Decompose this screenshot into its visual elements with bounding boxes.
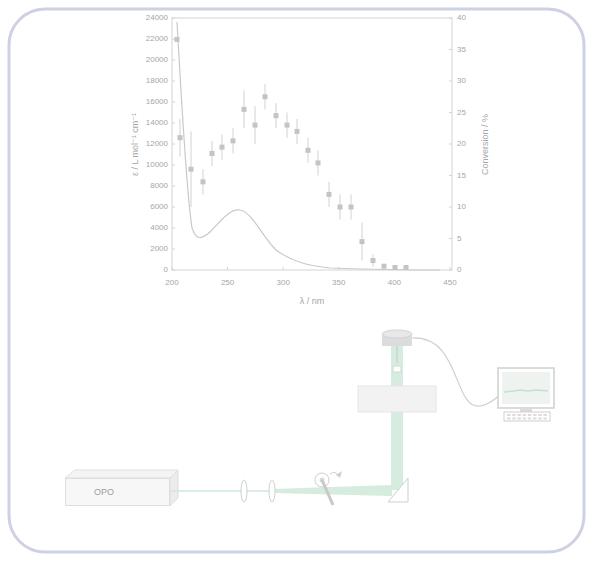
laser-beam bbox=[170, 490, 272, 492]
tick-label: 35 bbox=[457, 46, 466, 54]
axis-title: λ / nm bbox=[300, 297, 325, 306]
data-point bbox=[189, 167, 194, 172]
tick-label: 0 bbox=[164, 266, 168, 274]
tick-label: 8000 bbox=[150, 182, 168, 190]
tick-label: 200 bbox=[165, 279, 178, 287]
data-point bbox=[201, 179, 206, 184]
chart-axes bbox=[172, 18, 452, 270]
absorption-curve bbox=[177, 22, 440, 270]
tick-label: 10000 bbox=[146, 161, 168, 169]
data-point bbox=[178, 135, 183, 140]
keyboard bbox=[504, 412, 550, 421]
data-point bbox=[371, 258, 376, 263]
tick-label: 350 bbox=[332, 279, 345, 287]
laser-beam-up bbox=[391, 340, 403, 490]
tick-label: 20000 bbox=[146, 56, 168, 64]
data-point bbox=[210, 151, 215, 156]
tick-label: 30 bbox=[457, 77, 466, 85]
tick-label: 14000 bbox=[146, 119, 168, 127]
rotation-arrowhead bbox=[336, 471, 342, 478]
data-point bbox=[231, 138, 236, 143]
detector-cable bbox=[412, 338, 500, 406]
data-point bbox=[242, 107, 247, 112]
axis-title: ε / L mol⁻¹ cm⁻¹ bbox=[132, 112, 141, 175]
tick-label: 40 bbox=[457, 14, 466, 22]
data-point bbox=[175, 37, 180, 42]
laser-beam-wide bbox=[272, 485, 392, 496]
opo-top-face bbox=[65, 470, 178, 478]
axis-title: Conversion / % bbox=[482, 113, 491, 174]
tick-label: 10 bbox=[457, 203, 466, 211]
tick-label: 24000 bbox=[146, 14, 168, 22]
lens bbox=[241, 480, 247, 502]
frame-border bbox=[9, 9, 584, 552]
data-point bbox=[295, 129, 300, 134]
tick-label: 300 bbox=[277, 279, 290, 287]
opo-side-face bbox=[170, 470, 178, 506]
laser-source-box: OPO bbox=[65, 478, 170, 506]
data-point bbox=[338, 205, 343, 210]
tick-label: 2000 bbox=[150, 245, 168, 253]
data-point bbox=[316, 160, 321, 165]
axis-ticks bbox=[172, 18, 452, 270]
tick-label: 400 bbox=[388, 279, 401, 287]
tick-label: 6000 bbox=[150, 203, 168, 211]
tick-label: 22000 bbox=[146, 35, 168, 43]
screen-signal bbox=[504, 390, 548, 392]
data-point bbox=[360, 239, 365, 244]
tick-label: 0 bbox=[457, 266, 461, 274]
monitor-stand bbox=[520, 408, 532, 412]
tick-label: 5 bbox=[457, 235, 461, 243]
prism bbox=[388, 478, 408, 502]
data-point bbox=[306, 148, 311, 153]
data-point bbox=[382, 264, 387, 269]
data-point bbox=[404, 265, 409, 270]
tick-label: 18000 bbox=[146, 77, 168, 85]
tick-label: 250 bbox=[221, 279, 234, 287]
optic-mount bbox=[397, 346, 398, 363]
data-point bbox=[220, 145, 225, 150]
tick-label: 4000 bbox=[150, 224, 168, 232]
tick-label: 25 bbox=[457, 109, 466, 117]
chopper-arm bbox=[322, 480, 333, 505]
data-point bbox=[263, 94, 268, 99]
detector-top bbox=[382, 330, 412, 338]
sample-cell bbox=[358, 386, 436, 412]
filter bbox=[393, 366, 401, 372]
monitor bbox=[498, 368, 554, 408]
monitor-screen bbox=[502, 372, 550, 404]
data-point bbox=[327, 192, 332, 197]
data-point bbox=[285, 123, 290, 128]
data-point bbox=[349, 205, 354, 210]
data-point bbox=[253, 123, 258, 128]
tick-label: 450 bbox=[443, 279, 456, 287]
tick-label: 15 bbox=[457, 172, 466, 180]
keyboard-keys bbox=[507, 414, 547, 420]
data-point bbox=[274, 113, 279, 118]
tick-label: 20 bbox=[457, 140, 466, 148]
data-point bbox=[393, 265, 398, 270]
tick-label: 16000 bbox=[146, 98, 168, 106]
conversion-points bbox=[175, 37, 409, 270]
lens bbox=[269, 480, 275, 502]
box-label: OPO bbox=[94, 487, 114, 497]
tick-label: 12000 bbox=[146, 140, 168, 148]
